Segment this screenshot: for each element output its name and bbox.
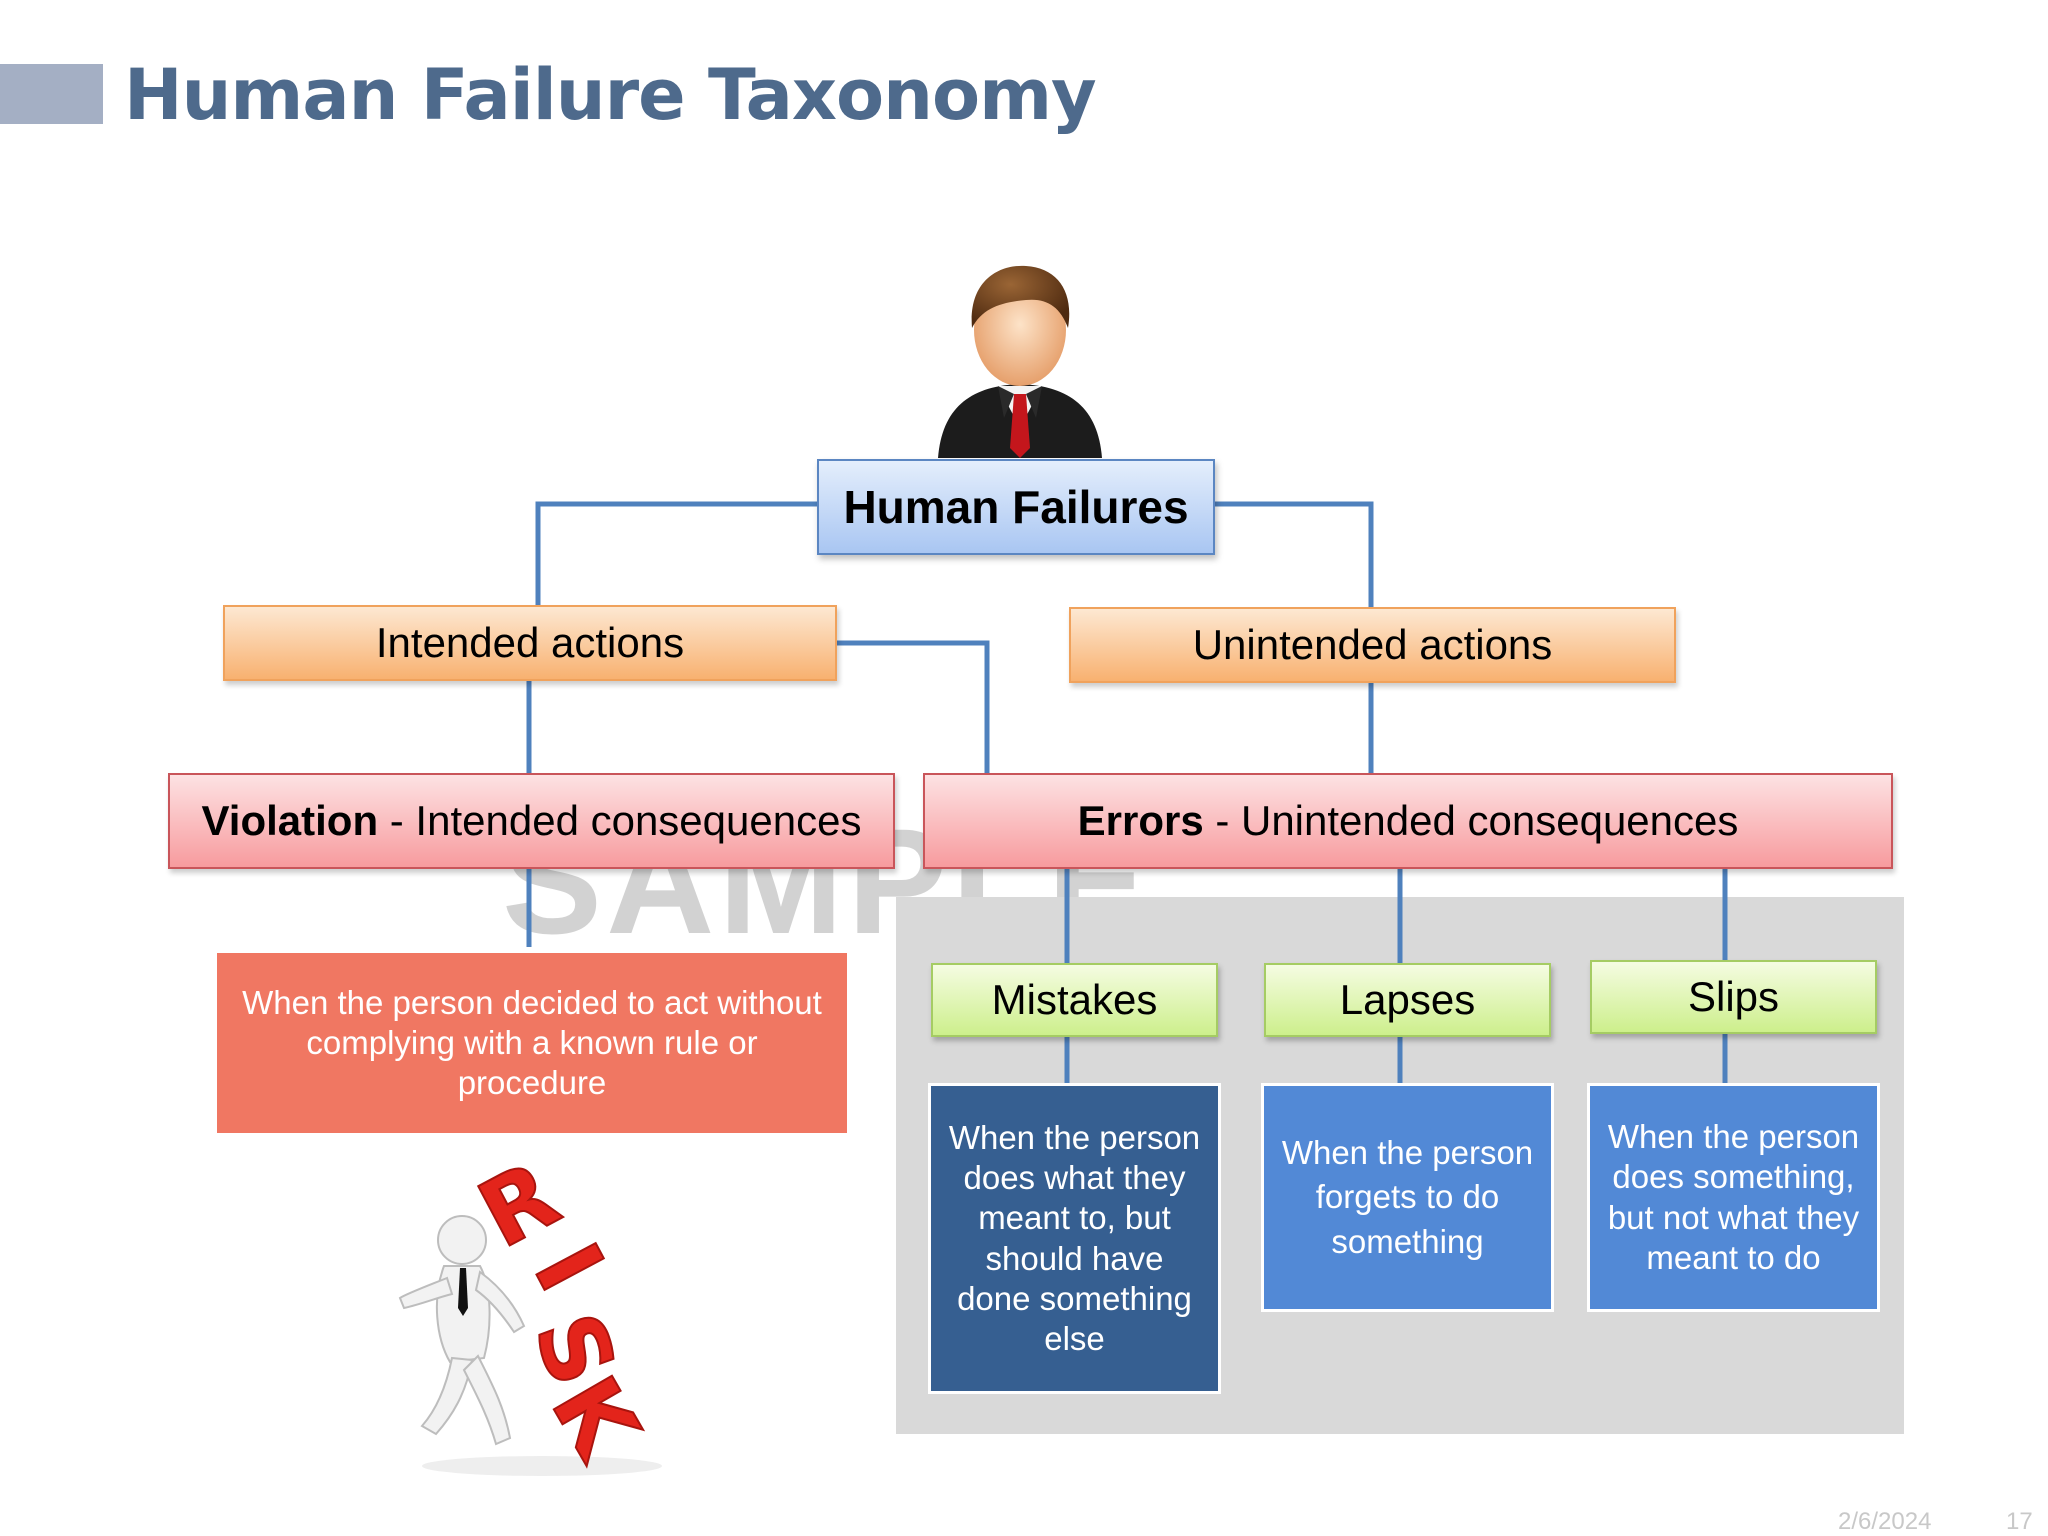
violation-node: Violation - Intended consequences	[168, 773, 895, 869]
footer-date: 2/6/2024	[1838, 1508, 1932, 1535]
connector-intended-errors	[837, 640, 990, 773]
human-failures-node: Human Failures	[817, 459, 1215, 555]
connector-root-unintended	[1215, 501, 1374, 607]
intended-actions-node: Intended actions	[223, 605, 837, 681]
footer-page-number: 17	[2006, 1508, 2033, 1535]
lapses-description: When the person forgets to do something	[1261, 1083, 1554, 1312]
slide-title: Human Failure Taxonomy	[124, 54, 1097, 136]
slips-description: When the person does something, but not …	[1587, 1083, 1880, 1312]
connector-root-intended	[535, 501, 817, 605]
lapses-node: Lapses	[1264, 963, 1551, 1037]
errors-label: Errors	[1077, 797, 1204, 844]
slips-node: Slips	[1590, 960, 1877, 1034]
violation-label: Violation	[201, 797, 379, 844]
unintended-actions-node: Unintended actions	[1069, 607, 1676, 683]
errors-node: Errors - Unintended consequences	[923, 773, 1893, 869]
violation-description: When the person decided to act without c…	[217, 953, 847, 1133]
businessman-icon	[938, 265, 1102, 458]
mistakes-node: Mistakes	[931, 963, 1218, 1037]
title-accent-bar	[0, 64, 103, 124]
risk-stumbling-figure-icon: R I S K	[398, 1148, 662, 1478]
violation-subtitle: - Intended consequences	[378, 797, 862, 844]
mistakes-description: When the person does what they meant to,…	[928, 1083, 1221, 1394]
errors-subtitle: - Unintended consequences	[1203, 797, 1739, 844]
